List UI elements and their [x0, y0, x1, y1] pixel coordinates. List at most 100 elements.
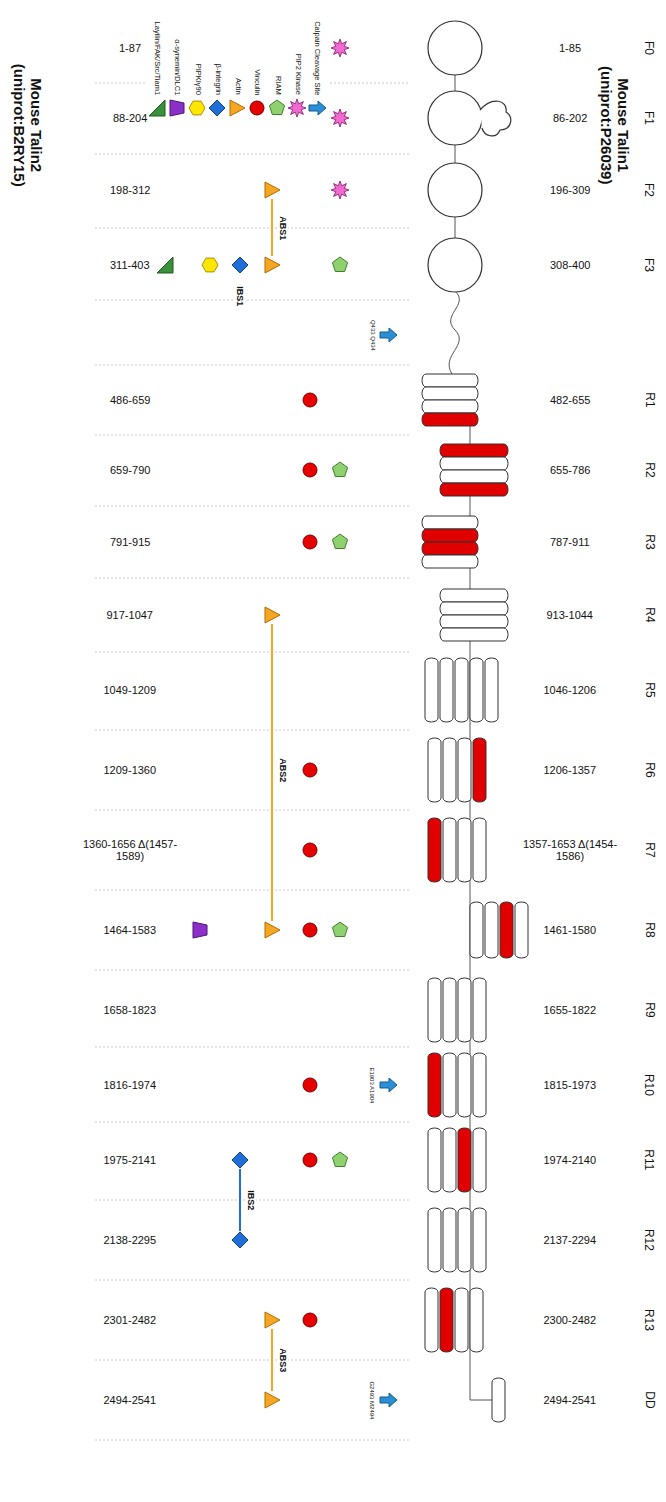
row-separator	[95, 435, 410, 436]
helix	[440, 658, 453, 722]
integrin-icon	[232, 1152, 248, 1168]
pip-kinase-icon	[331, 39, 349, 57]
helix	[425, 658, 438, 722]
helix	[440, 589, 508, 602]
residue-range: 1815-1973	[544, 1079, 597, 1092]
ibs-line	[239, 1169, 241, 1231]
legend-label: Calpain Cleavage Site	[313, 21, 322, 95]
residue-range: 1658-1823	[104, 1004, 157, 1017]
vinculin-icon	[303, 843, 317, 857]
pip-kinase-icon	[331, 181, 349, 199]
helix	[473, 978, 486, 1042]
abs-line	[271, 1329, 273, 1391]
residue-range: 482-655	[550, 394, 590, 407]
residue-range: 659-790	[110, 464, 150, 477]
ferm-subdomain	[428, 163, 482, 217]
domain-name: R9	[641, 1002, 655, 1017]
domain-name: R7	[641, 842, 655, 857]
helix	[440, 1288, 453, 1352]
residue-range: 787-911	[550, 536, 590, 549]
binding-site-label: ABS1	[278, 214, 288, 242]
vinculin-icon	[303, 393, 317, 407]
helix	[422, 400, 478, 413]
helix	[485, 658, 498, 722]
vinculin-icon	[303, 763, 317, 777]
vinculin-icon	[303, 1313, 317, 1327]
cleavage-site-label: Q433 Q434	[369, 317, 376, 352]
calpain-arrow	[309, 101, 326, 115]
pip-kinase-icon	[331, 109, 349, 127]
vinculin-icon	[303, 1078, 317, 1092]
residue-range: 2138-2295	[104, 1234, 157, 1247]
row-separator	[330, 83, 410, 84]
domain-name: F2	[641, 183, 655, 197]
residue-range: 1-85	[559, 42, 581, 55]
domain-name: R3	[641, 534, 655, 549]
domain-name: R2	[641, 462, 655, 477]
protein-title: Mouse Talin1 (uniprot:P26039)	[598, 25, 633, 225]
helix	[458, 1208, 471, 1272]
residue-range: 791-915	[110, 536, 150, 549]
helix	[515, 902, 528, 958]
ferm-subdomain	[428, 21, 482, 75]
helix	[440, 470, 508, 483]
row-separator	[95, 506, 410, 507]
row-separator	[95, 1280, 410, 1281]
helix	[422, 542, 478, 555]
row-separator	[95, 1360, 410, 1361]
residue-range: 2494-2541	[544, 1394, 597, 1407]
vinculin-icon	[303, 923, 317, 937]
f1-loop	[480, 101, 511, 136]
row-separator	[95, 1047, 410, 1048]
actin-icon	[265, 182, 280, 198]
actin-icon	[265, 1392, 280, 1408]
helix	[458, 978, 471, 1042]
legend-label: PIP2 Kinase	[293, 54, 302, 95]
residue-range: 1-87	[119, 42, 141, 55]
residue-range: 1209-1360	[104, 764, 157, 777]
binding-site-label: IBS1	[235, 284, 245, 308]
residue-range: 308-400	[550, 259, 590, 272]
vinculin-icon	[303, 535, 317, 549]
residue-range: 1655-1822	[544, 1004, 597, 1017]
residue-range: 196-309	[550, 184, 590, 197]
helix	[443, 1053, 456, 1117]
domain-name: DD	[641, 1391, 655, 1408]
row-separator	[95, 300, 410, 301]
residue-range: 198-312	[110, 184, 150, 197]
helix	[443, 978, 456, 1042]
vinculin-icon	[303, 463, 317, 477]
helix	[422, 413, 478, 426]
helix	[443, 818, 456, 882]
ferm-subdomain	[428, 91, 482, 145]
domain-name: R12	[641, 1229, 655, 1251]
helix	[455, 1288, 468, 1352]
residue-range: 2300-2482	[544, 1314, 597, 1327]
helix	[428, 978, 441, 1042]
helix	[455, 658, 468, 722]
legend-label: RIAM	[273, 76, 282, 95]
row-separator	[95, 652, 410, 653]
residue-range: 1464-1583	[104, 924, 157, 937]
residue-range: 1360-1656 Δ(1457-1589)	[75, 838, 185, 863]
helix	[428, 818, 441, 882]
calpain-arrow	[380, 1393, 397, 1407]
residue-range: 1975-2141	[104, 1154, 157, 1167]
calpain-arrow	[380, 1078, 397, 1092]
domain-name: R10	[641, 1074, 655, 1096]
helix	[458, 1128, 471, 1192]
helix	[428, 1128, 441, 1192]
helix	[485, 902, 498, 958]
binding-site-label: IBS2	[246, 1188, 256, 1212]
legend-label: α-synemin/DLC1	[173, 39, 182, 95]
actin-icon	[265, 1312, 280, 1328]
row-separator	[95, 154, 410, 155]
riam-icon	[332, 534, 347, 549]
pipki-icon	[202, 258, 218, 272]
riam-icon	[332, 462, 347, 477]
helix	[428, 1053, 441, 1117]
helix	[458, 818, 471, 882]
actin-icon	[265, 607, 280, 623]
